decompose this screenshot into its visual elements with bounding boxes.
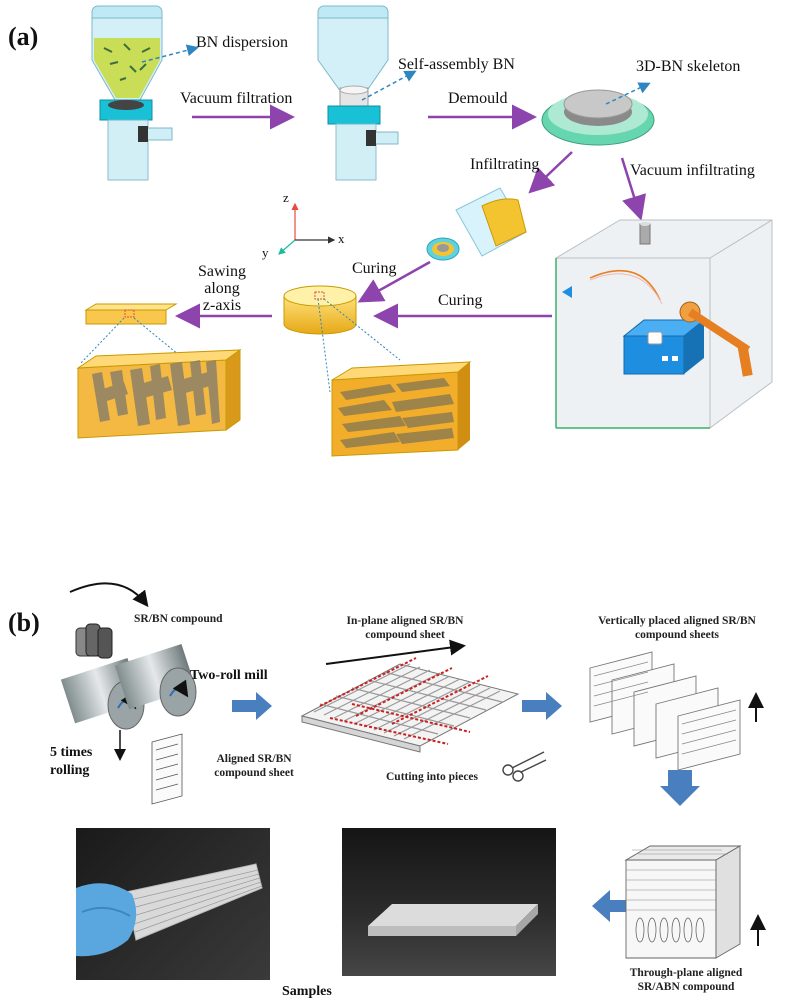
skeleton-dish (541, 89, 655, 146)
label-vacuum-infiltrating: Vacuum infiltrating (630, 162, 755, 179)
label-vacuum-filtration: Vacuum filtration (180, 90, 293, 107)
label-through-plane: Through-plane aligned SR/ABN compound (606, 966, 766, 995)
label-aligned-sheet: Aligned SR/BN compound sheet (194, 752, 314, 781)
panel-a-label: (a) (8, 22, 39, 51)
arrow-curing-left (357, 260, 431, 303)
two-roll-mill (60, 643, 197, 730)
feed-rotation-arrow (69, 582, 149, 608)
infiltrating-mold (426, 187, 527, 261)
compound-pellets (75, 623, 113, 659)
inplane-direction-arrow (325, 639, 466, 665)
filtration-funnel-with-dispersion (91, 5, 173, 181)
aligned-sheet-line-2: compound sheet (214, 767, 294, 780)
sawing-line-1: Sawing (198, 263, 246, 280)
rolling-line-1: 5 times (50, 745, 93, 760)
horizontal-aligned-block (331, 361, 472, 457)
label-sr-bn-compound: SR/BN compound (134, 613, 223, 625)
cured-cylinder (283, 285, 357, 335)
vertical-line-1: Vertically placed aligned SR/BN (598, 615, 756, 627)
label-curing-left: Curing (352, 260, 397, 277)
filtration-funnel-with-self-assembly (317, 5, 399, 181)
through-plane-block (624, 845, 742, 959)
inplane-line-1: In-plane aligned SR/BN (346, 615, 464, 627)
sawing-line-2: along (204, 279, 240, 297)
label-cutting: Cutting into pieces (386, 771, 478, 783)
block-arrow-3 (660, 770, 700, 806)
aligned-sheet-thumbnail (151, 733, 183, 805)
scissors-icon (502, 751, 547, 782)
inplane-line-2: compound sheet (365, 629, 445, 642)
bn-dispersion-pointer (141, 44, 199, 63)
label-rolling: 5 times rolling (50, 744, 92, 779)
label-inplane-sheet: In-plane aligned SR/BN compound sheet (320, 614, 490, 643)
coordinate-axes (278, 202, 336, 255)
label-curing-bottom: Curing (438, 292, 483, 309)
label-self-assembly: Self-assembly BN (398, 56, 515, 73)
label-sawing: Sawing along z-axis (198, 263, 246, 314)
label-demould: Demould (448, 90, 508, 107)
label-bn-dispersion: BN dispersion (196, 34, 288, 51)
sawing-line-3: z-axis (202, 296, 242, 314)
vertical-line-2: compound sheets (634, 629, 720, 642)
vertical-sheets-stack (589, 651, 741, 771)
sample-photo-hand (76, 828, 270, 980)
axis-label-x: x (338, 231, 345, 246)
rolling-line-2: rolling (50, 762, 90, 778)
label-two-roll-mill: Two-roll mill (190, 668, 268, 683)
skeleton-pointer (605, 82, 651, 105)
arrow-infiltrating (528, 151, 573, 194)
axis-label-y: y (262, 245, 269, 260)
axis-label-z: z (283, 190, 289, 205)
label-samples: Samples (282, 984, 332, 999)
inplane-sheet (300, 657, 520, 753)
block-arrow-2 (522, 692, 562, 720)
vertical-aligned-block (76, 349, 242, 439)
aligned-sheet-line-1: Aligned SR/BN (216, 753, 292, 765)
through-line-2: SR/ABN compound (637, 981, 735, 994)
label-3d-bn-skeleton: 3D-BN skeleton (636, 58, 741, 75)
block-arrow-1 (232, 692, 272, 720)
arrow-vacuum-infiltrating (620, 157, 647, 221)
self-assembly-pointer (361, 70, 417, 101)
block-arrow-4 (592, 890, 630, 922)
through-line-1: Through-plane aligned (629, 967, 743, 979)
sample-photo-strip (342, 828, 556, 976)
label-infiltrating: Infiltrating (470, 156, 540, 173)
vacuum-chamber (555, 219, 773, 429)
sawed-slice (84, 303, 178, 325)
label-vertical-sheets: Vertically placed aligned SR/BN compound… (572, 614, 782, 643)
panel-b-label: (b) (8, 608, 40, 637)
